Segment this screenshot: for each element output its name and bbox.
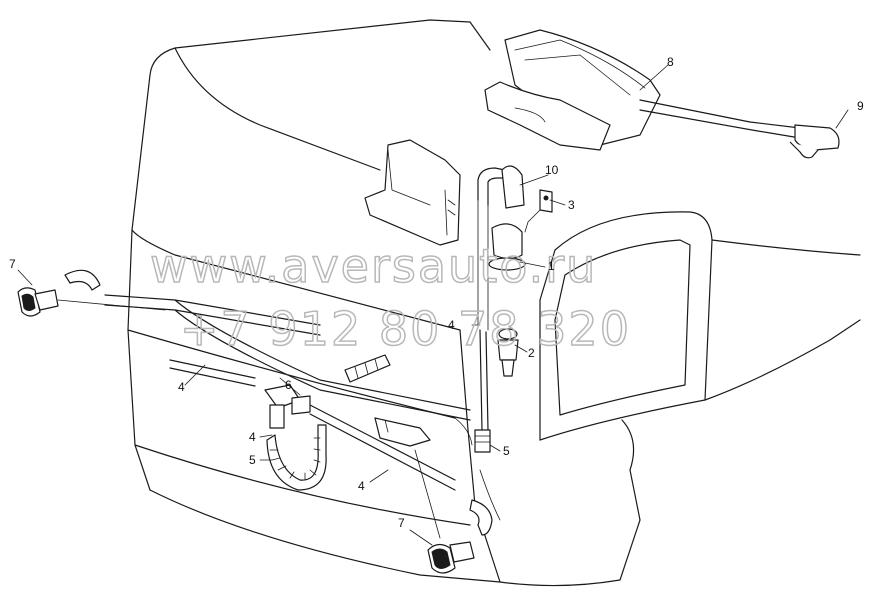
callout-4-upper: 4 xyxy=(448,318,455,332)
callout-10: 10 xyxy=(545,163,559,177)
mirror-bracket xyxy=(364,139,461,246)
callout-labels: 1 2 3 4 4 4 4 5 5 6 7 7 8 9 10 xyxy=(9,55,864,530)
elbow-hose xyxy=(469,499,493,536)
wiper-linkage-cover xyxy=(484,29,661,151)
callout-6: 6 xyxy=(285,378,292,392)
upper-hose xyxy=(104,294,471,421)
callout-7-right: 7 xyxy=(398,516,405,530)
left-short-hose xyxy=(64,269,101,291)
callout-5-left: 5 xyxy=(249,453,256,467)
wiper-arm xyxy=(639,99,840,159)
hose-clamp xyxy=(344,354,391,383)
callout-9: 9 xyxy=(857,99,864,113)
cab-outline xyxy=(127,19,861,587)
hose-tee-fitting xyxy=(264,384,311,429)
callout-1: 1 xyxy=(548,259,555,273)
corrugated-hose xyxy=(266,424,327,491)
callout-4-middle: 4 xyxy=(249,430,256,444)
callout-3: 3 xyxy=(568,198,575,212)
callout-4-left: 4 xyxy=(178,380,185,394)
callout-7-left: 7 xyxy=(9,257,16,271)
watermark-phone: +7 912 80 78 320 xyxy=(180,302,631,356)
nozzle-bracket xyxy=(374,417,431,447)
callout-8: 8 xyxy=(667,55,674,69)
lower-hose xyxy=(169,359,456,491)
washer-jet-left xyxy=(17,287,166,317)
leader-lines xyxy=(17,64,849,546)
washer-jet-right xyxy=(414,449,475,574)
watermark-site: www.aversauto.ru xyxy=(150,239,597,293)
electrical-connector xyxy=(524,189,553,233)
callout-2: 2 xyxy=(528,346,535,360)
callout-4-lower: 4 xyxy=(358,479,365,493)
callout-5-right: 5 xyxy=(503,444,510,458)
vertical-hose xyxy=(474,329,491,453)
washer-pump-assembly xyxy=(477,165,526,377)
watermark: www.aversauto.ru +7 912 80 78 320 xyxy=(149,238,631,357)
